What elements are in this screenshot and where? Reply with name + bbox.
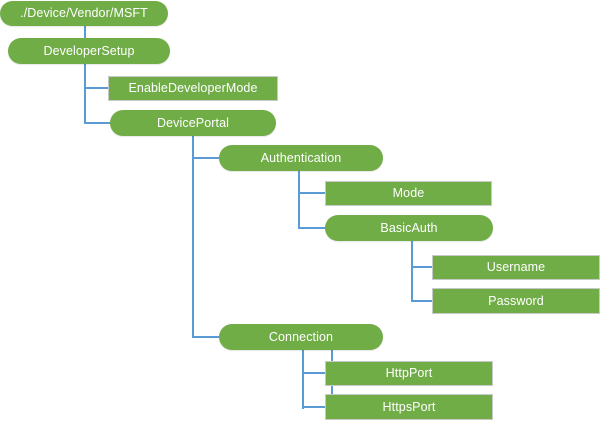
node-mode[interactable]: Mode: [325, 181, 492, 206]
node-developersetup-label: DeveloperSetup: [43, 43, 135, 58]
node-password-label: Password: [488, 293, 544, 308]
connector-authentication-to-mode: [298, 192, 326, 194]
node-httpport[interactable]: HttpPort: [325, 361, 493, 386]
connector-authentication-to-basicauth: [298, 227, 329, 229]
node-httpsport-label: HttpsPort: [382, 399, 436, 414]
connector-connection-to-httpport: [302, 372, 332, 374]
node-root[interactable]: ./Device/Vendor/MSFT: [0, 1, 168, 26]
connector-developersetup-trunk: [84, 63, 86, 124]
connector-basicauth-trunk: [411, 240, 413, 302]
node-connection-label: Connection: [268, 329, 334, 344]
connector-developersetup-to-deviceportal: [84, 122, 113, 124]
node-enabledevelopermode-label: EnableDeveloperMode: [128, 81, 258, 96]
connector-root-to-developersetup: [84, 25, 86, 39]
connector-connection-to-httpsport: [302, 406, 328, 408]
connector-developersetup-to-enabledevelopermode: [84, 87, 109, 89]
node-deviceportal-label: DevicePortal: [156, 115, 230, 130]
node-deviceportal[interactable]: DevicePortal: [110, 110, 276, 136]
node-root-label: ./Device/Vendor/MSFT: [20, 6, 148, 21]
node-authentication[interactable]: Authentication: [219, 145, 383, 171]
node-username-label: Username: [486, 260, 546, 275]
node-httpport-label: HttpPort: [385, 366, 433, 381]
node-basicauth[interactable]: BasicAuth: [325, 215, 493, 241]
node-httpsport[interactable]: HttpsPort: [325, 394, 493, 420]
node-connection[interactable]: Connection: [219, 324, 383, 350]
node-developersetup[interactable]: DeveloperSetup: [8, 38, 170, 64]
connector-basicauth-to-username: [411, 266, 434, 268]
connector-deviceportal-trunk: [192, 135, 194, 338]
node-password[interactable]: Password: [432, 288, 600, 314]
node-username[interactable]: Username: [432, 255, 600, 280]
node-mode-label: Mode: [392, 186, 425, 201]
node-authentication-label: Authentication: [260, 150, 342, 165]
connector-connection-httpport-riser: [302, 349, 304, 409]
connector-deviceportal-to-authentication: [192, 157, 222, 159]
connector-authentication-trunk: [298, 170, 300, 229]
connector-deviceportal-to-connection: [192, 336, 222, 338]
node-basicauth-label: BasicAuth: [380, 220, 438, 235]
connector-basicauth-to-password: [411, 300, 434, 302]
node-enabledevelopermode[interactable]: EnableDeveloperMode: [108, 76, 278, 101]
